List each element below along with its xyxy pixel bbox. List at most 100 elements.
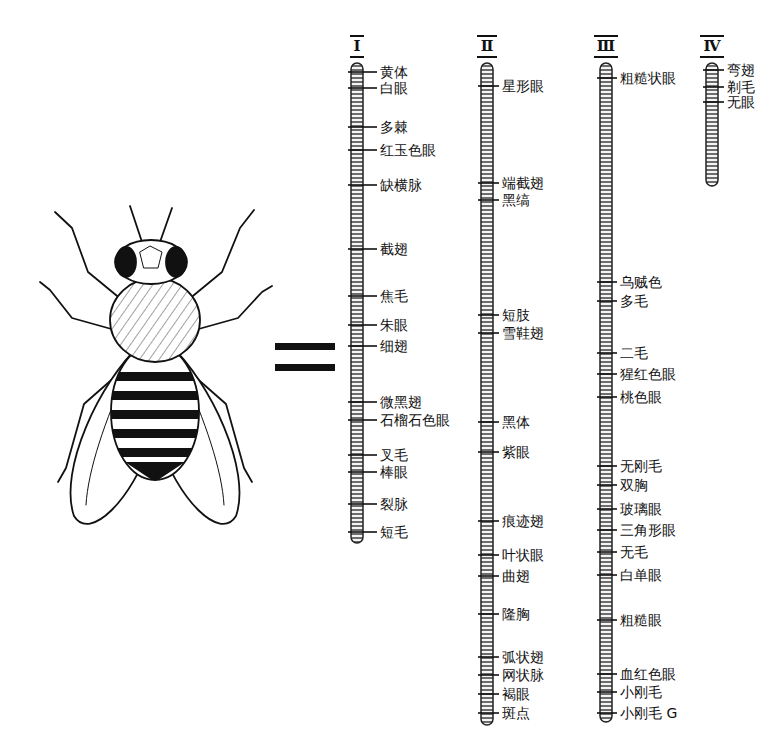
- gene-label: 桃色眼: [620, 388, 662, 406]
- gene-tick: [597, 529, 617, 531]
- gene-tick: [597, 484, 617, 486]
- gene-label: 斑点: [502, 704, 530, 722]
- gene-label: 无刚毛: [620, 457, 662, 475]
- gene-label: 隆胸: [502, 605, 530, 623]
- gene-label: 粗糙状眼: [620, 69, 676, 87]
- gene-label: 剃毛: [727, 78, 755, 96]
- gene-tick: [348, 149, 377, 151]
- gene-label: 裂脉: [380, 495, 408, 513]
- gene-tick: [348, 419, 377, 421]
- gene-tick: [478, 199, 499, 201]
- gene-label: 石榴石色眼: [380, 411, 450, 429]
- gene-label: 无眼: [727, 93, 755, 111]
- gene-tick: [348, 126, 377, 128]
- gene-tick: [597, 619, 617, 621]
- gene-label: 星形眼: [502, 77, 544, 95]
- equals-sign: [275, 343, 335, 371]
- gene-tick: [597, 77, 617, 79]
- numeral-bars: [350, 36, 724, 57]
- gene-label: 网状脉: [502, 666, 544, 684]
- gene-tick: [348, 248, 377, 250]
- gene-label: 叉毛: [380, 446, 408, 464]
- gene-tick: [348, 345, 377, 347]
- gene-label: 白单眼: [620, 566, 662, 584]
- gene-label: 黄体: [380, 63, 408, 81]
- gene-label: 血红色眼: [620, 665, 676, 683]
- gene-tick: [478, 520, 499, 522]
- gene-tick: [478, 85, 499, 87]
- chromosome-number: Ⅳ: [703, 37, 720, 55]
- gene-label: 二毛: [620, 344, 648, 362]
- gene-label: 棒眼: [380, 463, 408, 481]
- gene-label: 端截翅: [502, 174, 544, 192]
- gene-tick: [703, 86, 724, 88]
- gene-ticks: [348, 70, 724, 713]
- gene-label: 弧状翅: [502, 648, 544, 666]
- gene-label: 短毛: [380, 523, 408, 541]
- gene-label: 短肢: [502, 306, 530, 324]
- gene-tick: [478, 674, 499, 676]
- gene-tick: [597, 396, 617, 398]
- gene-label: 多毛: [620, 292, 648, 310]
- gene-tick: [478, 421, 499, 423]
- gene-tick: [597, 300, 617, 302]
- chromosomes: [351, 63, 718, 725]
- gene-tick: [348, 454, 377, 456]
- gene-tick: [348, 471, 377, 473]
- gene-label: 紫眼: [502, 443, 530, 461]
- gene-label: 多棘: [380, 118, 408, 136]
- gene-label: 弯翅: [727, 61, 755, 79]
- chromosome-number: Ⅲ: [597, 37, 615, 55]
- gene-label: 小刚毛 G: [620, 704, 677, 722]
- gene-label: 白眼: [380, 79, 408, 97]
- gene-label: 黑缟: [502, 191, 530, 209]
- gene-tick: [478, 451, 499, 453]
- gene-label: 痕迹翅: [502, 512, 544, 530]
- chromosome-number: Ⅱ: [481, 37, 494, 55]
- gene-tick: [348, 87, 377, 89]
- gene-label: 褐眼: [502, 685, 530, 703]
- gene-label: 猩红色眼: [620, 365, 676, 383]
- gene-tick: [478, 656, 499, 658]
- gene-label: 朱眼: [380, 316, 408, 334]
- gene-tick: [597, 508, 617, 510]
- gene-tick: [478, 613, 499, 615]
- chromosome-number: Ⅰ: [353, 37, 360, 55]
- gene-tick: [348, 401, 377, 403]
- gene-tick: [597, 712, 617, 714]
- gene-tick: [478, 693, 499, 695]
- gene-label: 无毛: [620, 543, 648, 561]
- gene-label: 曲翅: [502, 567, 530, 585]
- gene-label: 三角形眼: [620, 521, 676, 539]
- gene-label: 乌贼色: [620, 273, 662, 291]
- gene-tick: [597, 691, 617, 693]
- gene-tick: [597, 551, 617, 553]
- gene-tick: [597, 281, 617, 283]
- gene-label: 微黑翅: [380, 393, 422, 411]
- gene-label: 雪鞋翅: [502, 324, 544, 342]
- gene-tick: [348, 531, 377, 533]
- gene-label: 小刚毛: [620, 683, 662, 701]
- gene-tick: [478, 575, 499, 577]
- gene-tick: [597, 465, 617, 467]
- gene-tick: [348, 324, 377, 326]
- gene-tick: [597, 574, 617, 576]
- gene-label: 红玉色眼: [380, 141, 436, 159]
- gene-tick: [478, 182, 499, 184]
- gene-tick: [703, 101, 724, 103]
- gene-label: 缺横脉: [380, 176, 422, 194]
- gene-tick: [478, 332, 499, 334]
- gene-tick: [478, 712, 499, 714]
- gene-label: 双胸: [620, 476, 648, 494]
- gene-label: 黑体: [502, 413, 530, 431]
- gene-tick: [597, 352, 617, 354]
- gene-tick: [478, 554, 499, 556]
- gene-tick: [478, 314, 499, 316]
- gene-label: 细翅: [380, 337, 408, 355]
- fly-drawing: [40, 206, 272, 524]
- gene-label: 粗糙眼: [620, 611, 662, 629]
- gene-label: 焦毛: [380, 287, 408, 305]
- gene-tick: [348, 184, 377, 186]
- gene-label: 叶状眼: [502, 546, 544, 564]
